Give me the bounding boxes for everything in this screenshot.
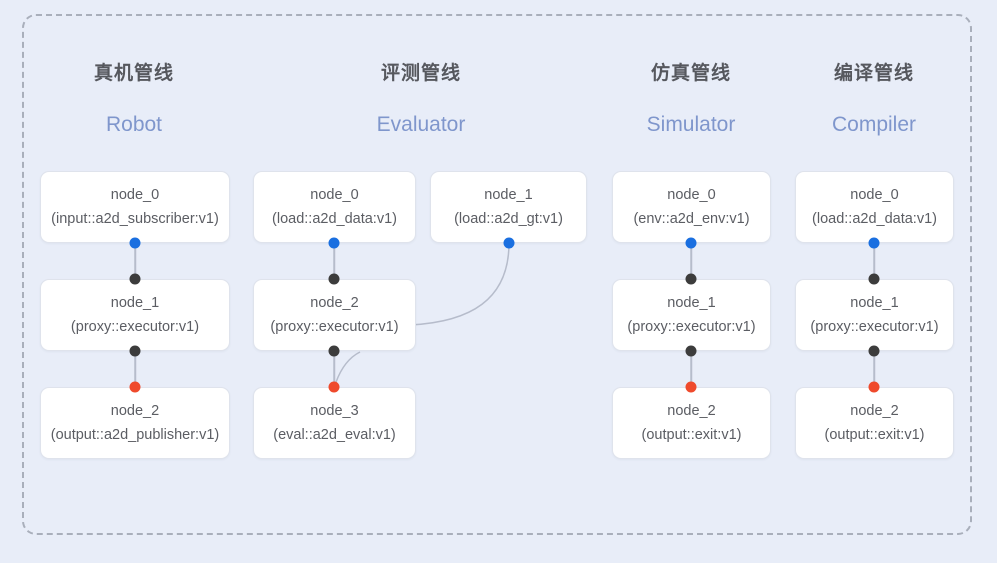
node-label-type: (proxy::executor:v1) <box>70 319 200 335</box>
output-port-icon[interactable] <box>129 345 141 357</box>
edge-evaluator-2-3 <box>333 351 335 387</box>
column-header-simulator: 仿真管线 Simulator <box>571 62 811 138</box>
node-label-name: node_1 <box>850 295 899 311</box>
node-label-type: (load::a2d_data:v1) <box>272 211 397 227</box>
output-port-icon[interactable] <box>685 345 697 357</box>
output-port-icon[interactable] <box>685 237 697 249</box>
edge-compiler-1-2 <box>873 351 875 387</box>
column-header-evaluator: 评测管线 Evaluator <box>301 62 541 138</box>
node-simulator-0[interactable]: node_0 (env::a2d_env:v1) <box>612 171 771 243</box>
node-label-name: node_0 <box>850 187 899 203</box>
edge-compiler-0-1 <box>873 243 875 279</box>
node-evaluator-2[interactable]: node_2 (proxy::executor:v1) <box>253 279 416 351</box>
column-header-robot: 真机管线 Robot <box>14 62 254 138</box>
node-label-name: node_0 <box>310 187 359 203</box>
node-evaluator-1[interactable]: node_1 (load::a2d_gt:v1) <box>430 171 587 243</box>
edge-robot-0-1 <box>134 243 136 279</box>
node-compiler-0[interactable]: node_0 (load::a2d_data:v1) <box>795 171 954 243</box>
output-port-icon[interactable] <box>868 345 880 357</box>
node-label-type: (proxy::executor:v1) <box>627 319 756 335</box>
output-port-icon[interactable] <box>868 237 880 249</box>
node-label-name: node_2 <box>667 403 716 419</box>
node-label-name: node_0 <box>110 187 160 203</box>
node-label-name: node_1 <box>110 295 160 311</box>
node-label-type: (output::exit:v1) <box>641 427 742 443</box>
column-header-compiler: 编译管线 Compiler <box>754 62 994 138</box>
node-label-name: node_1 <box>667 295 716 311</box>
output-port-icon[interactable] <box>328 345 340 357</box>
output-port-icon[interactable] <box>328 237 340 249</box>
node-label-name: node_2 <box>850 403 899 419</box>
node-simulator-2[interactable]: node_2 (output::exit:v1) <box>612 387 771 459</box>
input-port-icon[interactable] <box>129 273 141 285</box>
node-compiler-1[interactable]: node_1 (proxy::executor:v1) <box>795 279 954 351</box>
node-label-name: node_2 <box>310 295 359 311</box>
node-label-type: (input::a2d_subscriber:v1) <box>51 211 219 227</box>
node-label-name: node_2 <box>110 403 160 419</box>
node-label-type: (load::a2d_data:v1) <box>812 211 937 227</box>
edge-evaluator-0-2 <box>333 243 335 279</box>
node-label-type: (load::a2d_gt:v1) <box>454 211 563 227</box>
node-label-type: (output::a2d_publisher:v1) <box>50 427 220 443</box>
column-subtitle-simulator: Simulator <box>646 113 736 136</box>
input-port-icon[interactable] <box>868 273 880 285</box>
node-label-type: (env::a2d_env:v1) <box>633 211 750 227</box>
edge-robot-1-2 <box>134 351 136 387</box>
node-compiler-2[interactable]: node_2 (output::exit:v1) <box>795 387 954 459</box>
node-evaluator-3[interactable]: node_3 (eval::a2d_eval:v1) <box>253 387 416 459</box>
terminal-port-icon[interactable] <box>129 381 141 393</box>
input-port-icon[interactable] <box>328 273 340 285</box>
column-title-robot: 真机管线 <box>93 63 174 84</box>
node-label-type: (proxy::executor:v1) <box>810 319 939 335</box>
output-port-icon[interactable] <box>129 237 141 249</box>
column-subtitle-compiler: Compiler <box>831 113 917 136</box>
edge-simulator-1-2 <box>690 351 692 387</box>
node-label-type: (eval::a2d_eval:v1) <box>273 427 396 443</box>
terminal-port-icon[interactable] <box>328 381 340 393</box>
edge-executor-to-eval-curve <box>334 351 361 386</box>
column-subtitle-robot: Robot <box>105 113 163 136</box>
node-label-type: (output::exit:v1) <box>824 427 925 443</box>
node-label-type: (proxy::executor:v1) <box>270 319 399 335</box>
node-robot-0[interactable]: node_0 (input::a2d_subscriber:v1) <box>40 171 230 243</box>
input-port-icon[interactable] <box>685 273 697 285</box>
node-label-name: node_1 <box>484 187 533 203</box>
node-simulator-1[interactable]: node_1 (proxy::executor:v1) <box>612 279 771 351</box>
terminal-port-icon[interactable] <box>685 381 697 393</box>
node-evaluator-0[interactable]: node_0 (load::a2d_data:v1) <box>253 171 416 243</box>
column-title-compiler: 编译管线 <box>833 63 914 84</box>
column-subtitle-evaluator: Evaluator <box>376 113 466 136</box>
edge-simulator-0-1 <box>690 243 692 279</box>
column-title-evaluator: 评测管线 <box>380 63 461 84</box>
node-robot-1[interactable]: node_1 (proxy::executor:v1) <box>40 279 230 351</box>
terminal-port-icon[interactable] <box>868 381 880 393</box>
node-robot-2[interactable]: node_2 (output::a2d_publisher:v1) <box>40 387 230 459</box>
node-label-name: node_3 <box>310 403 359 419</box>
node-label-name: node_0 <box>667 187 716 203</box>
column-title-simulator: 仿真管线 <box>650 63 731 84</box>
output-port-icon[interactable] <box>503 237 515 249</box>
